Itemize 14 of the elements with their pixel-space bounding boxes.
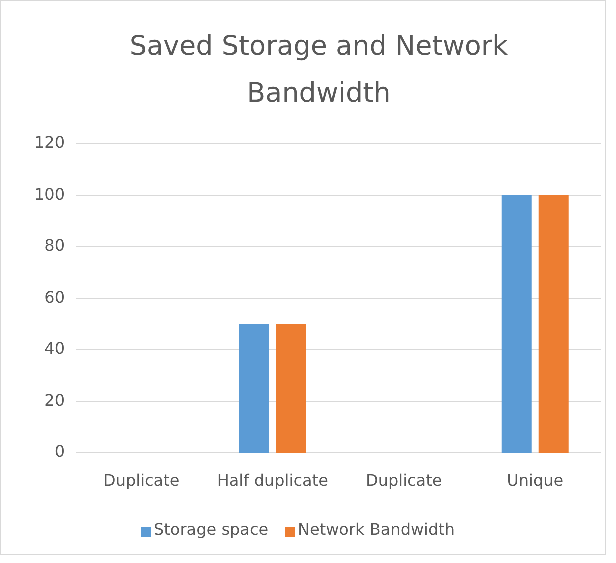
chart-title: Saved Storage and Network Bandwidth [128,30,510,111]
legend-label: Storage space [154,520,269,539]
axis-tick-label: 120 [33,133,65,152]
axis-tick-label: 80 [44,236,65,255]
category-label: Duplicate [102,471,181,490]
axis-tick-label: 60 [44,288,65,306]
category-label: Half duplicate [216,471,330,490]
axis-tick-label: 100 [33,184,65,204]
axis-tick-label: 0 [54,442,65,461]
legend-label: Network Bandwidth [298,520,456,539]
axis-tick-label: 20 [44,390,65,410]
category-label: Unique [506,471,565,490]
category-label: Duplicate [365,471,444,490]
axis-tick-label: 40 [44,339,65,358]
